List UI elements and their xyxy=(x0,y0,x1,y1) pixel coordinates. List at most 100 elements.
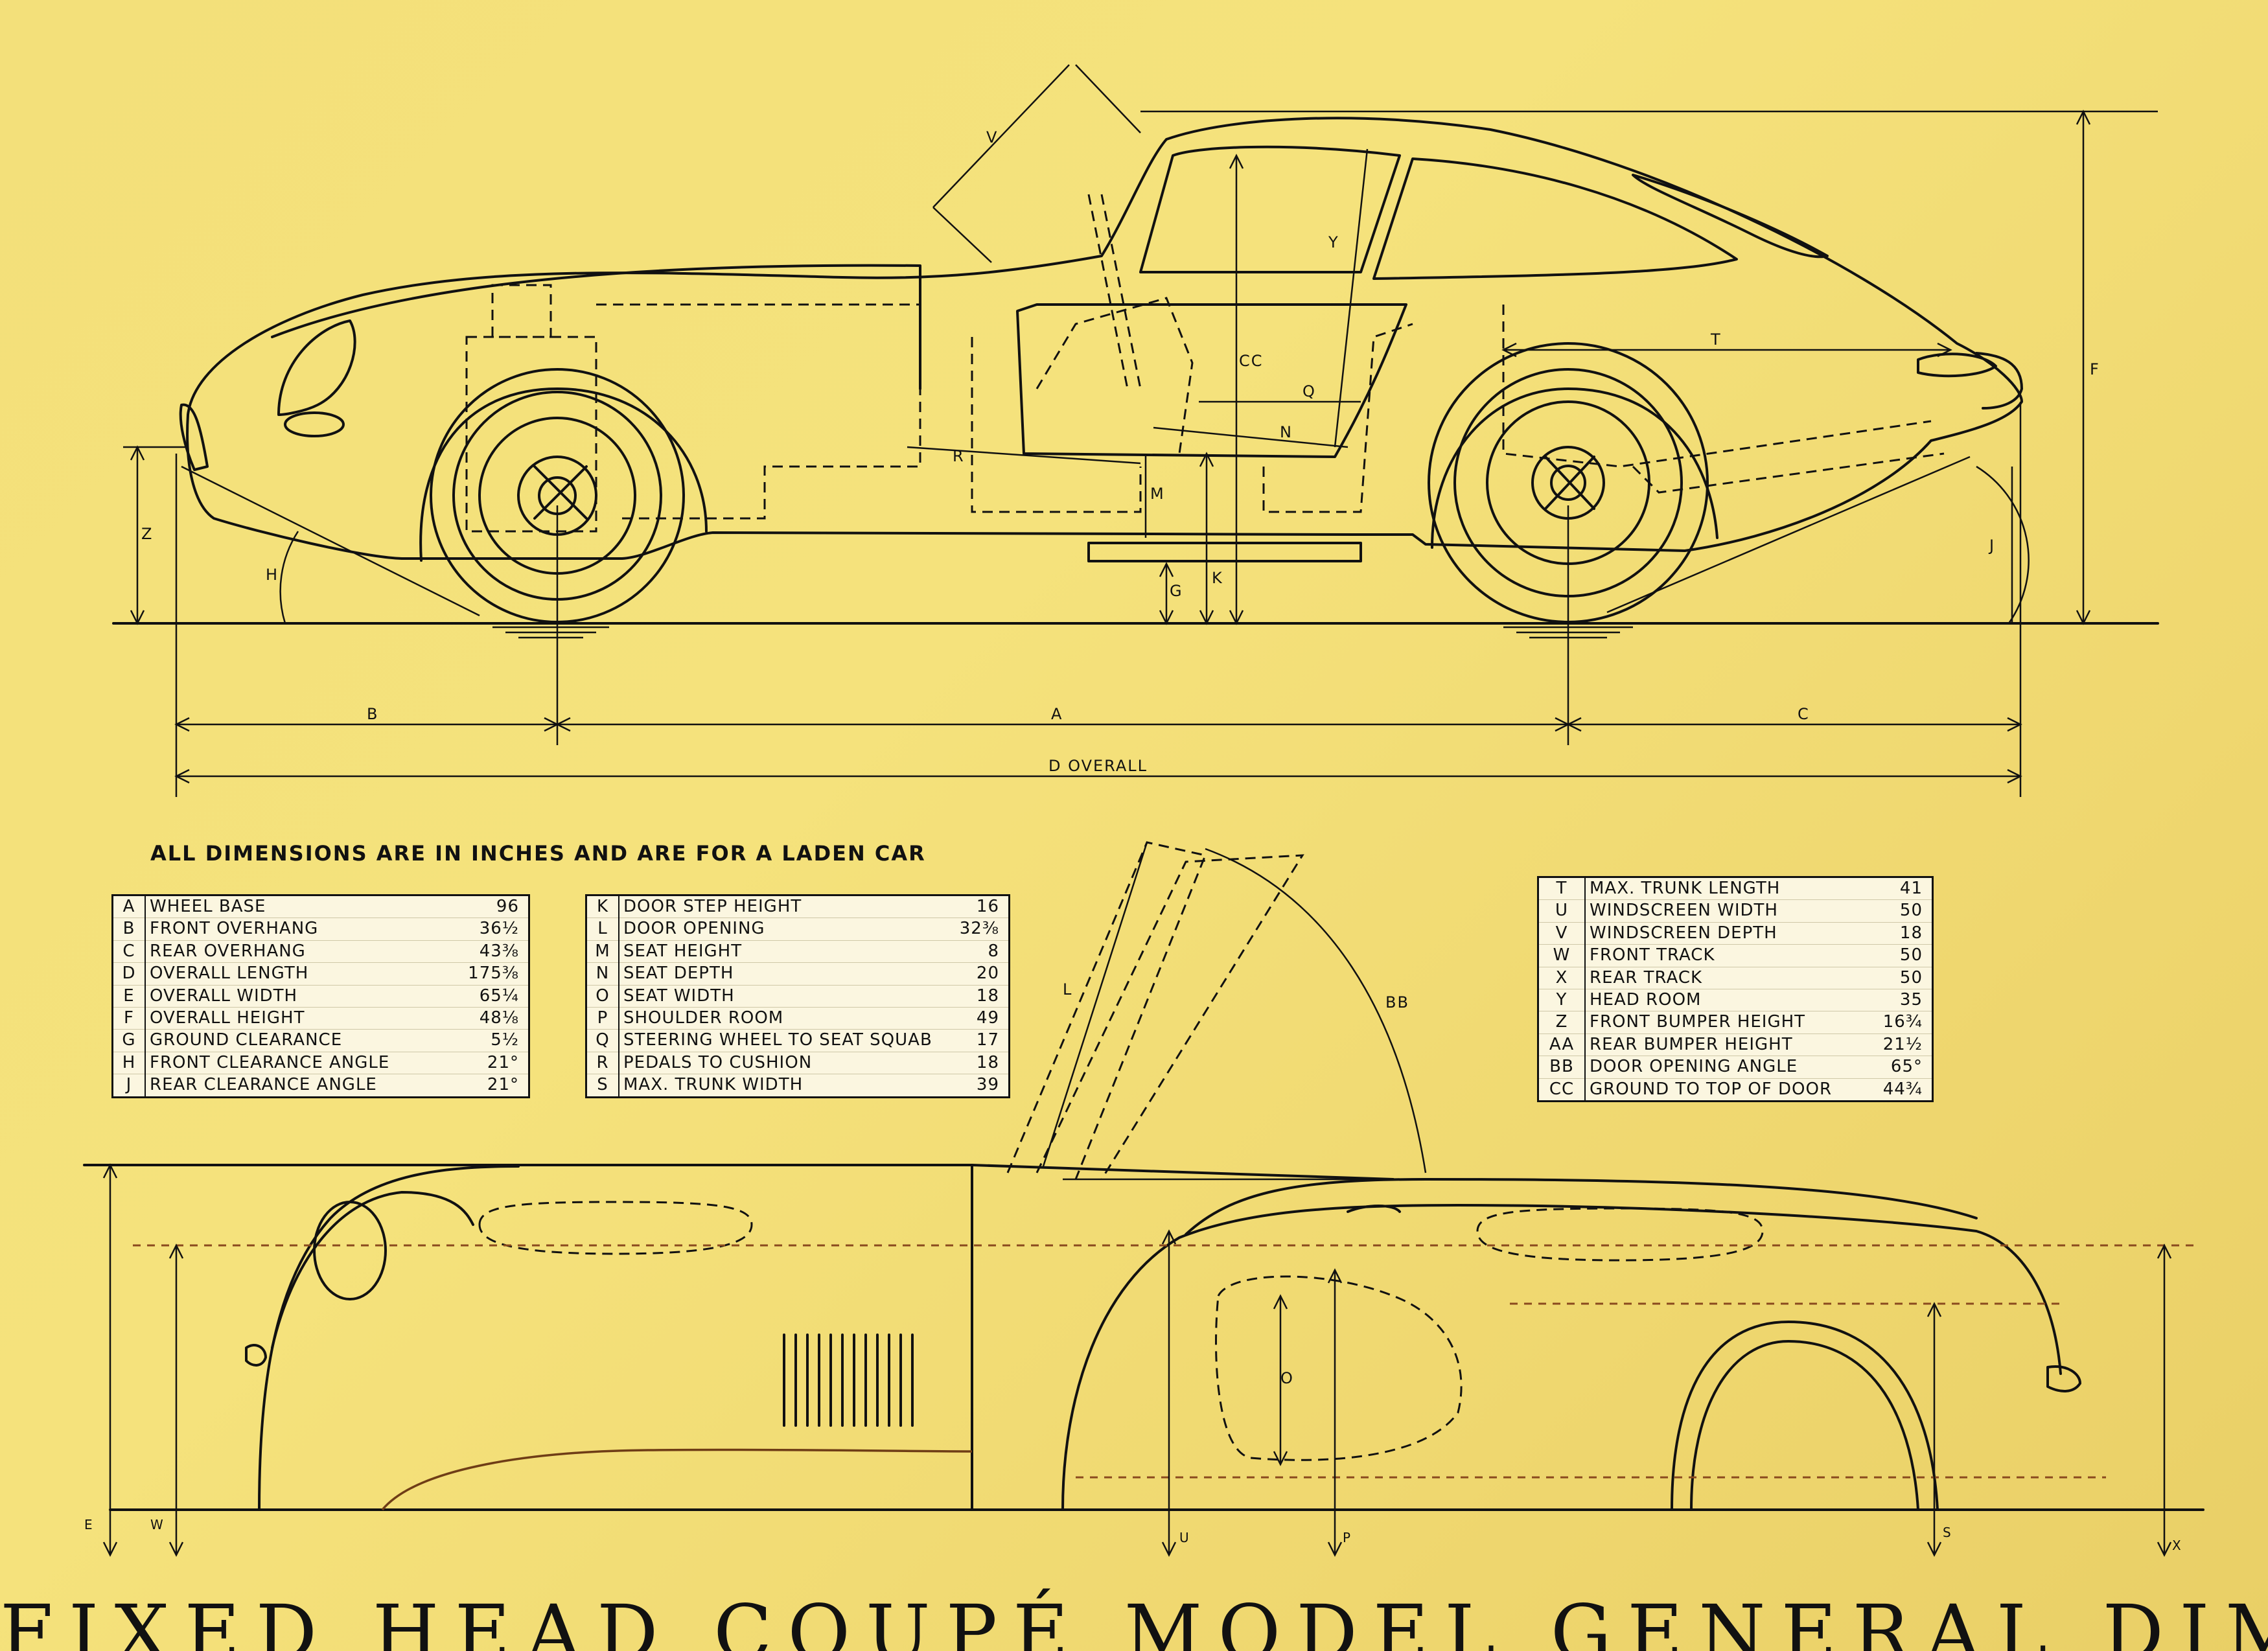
front-wheel-arch xyxy=(419,387,708,562)
label-Z: Z xyxy=(141,525,153,543)
bonnet-bulge xyxy=(381,1448,973,1511)
side-window xyxy=(1139,145,1401,273)
label-Q: Q xyxy=(1302,382,1316,400)
label-M: M xyxy=(1150,485,1165,503)
rear-half-window xyxy=(1185,1178,1978,1236)
label-N: N xyxy=(1280,423,1293,441)
door-open-outline-2 xyxy=(1036,854,1304,1180)
label-L: L xyxy=(1063,980,1072,999)
rear-wheel-arch-inner xyxy=(1690,1340,1919,1511)
side-rear-bumper xyxy=(1975,352,2023,410)
label-T: T xyxy=(1710,330,1722,349)
side-sidelamp xyxy=(284,411,345,437)
door-L-line xyxy=(1042,842,1148,1167)
page-title: FIXED HEAD COUPÉ MODEL GENERAL DIMENSION… xyxy=(0,1588,2268,1651)
label-K: K xyxy=(1212,569,1223,587)
label-Y: Y xyxy=(1328,233,1339,251)
label-O: O xyxy=(1280,1369,1294,1387)
label-CC: CC xyxy=(1239,352,1264,370)
front-half-wing xyxy=(271,1191,474,1349)
side-rear-window xyxy=(1372,157,1738,280)
rear-lamp xyxy=(2046,1365,2081,1392)
side-dimension-lines xyxy=(123,64,2158,797)
door-arc xyxy=(1205,848,1427,1173)
side-rear-vent xyxy=(1632,174,1829,259)
front-headlamp xyxy=(313,1201,387,1300)
door-open-outline xyxy=(1006,841,1207,1180)
label-F: F xyxy=(2090,360,2100,378)
side-headlamp xyxy=(277,319,356,416)
ground-hatch xyxy=(492,626,1633,639)
side-sill xyxy=(1087,542,1362,562)
front-rear-elevation: E W U P O S X L BB xyxy=(83,841,2204,1557)
front-sidelamp xyxy=(245,1344,267,1367)
label-R: R xyxy=(953,447,965,465)
label-A: A xyxy=(1051,705,1063,723)
seat-outline xyxy=(1215,1275,1463,1461)
side-hidden-lines xyxy=(465,194,1945,533)
front-dimension-lines xyxy=(102,1163,2172,1557)
rear-half-body xyxy=(1061,1204,2062,1511)
side-bonnet-line xyxy=(271,264,921,390)
label-W: W xyxy=(150,1517,163,1532)
side-elevation: B A C D OVERALL F G H J K M N Q R T V Y … xyxy=(112,64,2159,797)
label-B: B xyxy=(367,705,378,723)
units-note: ALL DIMENSIONS ARE IN INCHES AND ARE FOR… xyxy=(150,841,926,866)
side-rear-lamp xyxy=(1917,352,1997,378)
label-P: P xyxy=(1343,1530,1350,1545)
label-D: D OVERALL xyxy=(1048,757,1148,775)
door-handle-rear xyxy=(1347,1205,1401,1213)
side-front-bumper xyxy=(179,403,209,471)
label-V: V xyxy=(986,128,998,146)
label-BB: BB xyxy=(1385,993,1409,1011)
rear-wheel-arch xyxy=(1431,387,1718,549)
front-roof-line xyxy=(83,1164,1394,1181)
label-X: X xyxy=(2172,1538,2181,1553)
label-G: G xyxy=(1170,582,1183,600)
front-half-body xyxy=(258,1165,520,1511)
rear-wheel-arch-front xyxy=(1671,1321,1939,1511)
label-J: J xyxy=(1988,537,1995,555)
front-intake xyxy=(478,1201,753,1255)
label-E: E xyxy=(84,1517,93,1532)
rear-intake xyxy=(1476,1207,1764,1262)
label-U: U xyxy=(1179,1530,1189,1545)
bonnet-louvres xyxy=(783,1334,914,1427)
label-H: H xyxy=(266,566,279,584)
side-body-outline xyxy=(186,117,2023,560)
label-S: S xyxy=(1943,1525,1951,1540)
label-C: C xyxy=(1798,705,1810,723)
